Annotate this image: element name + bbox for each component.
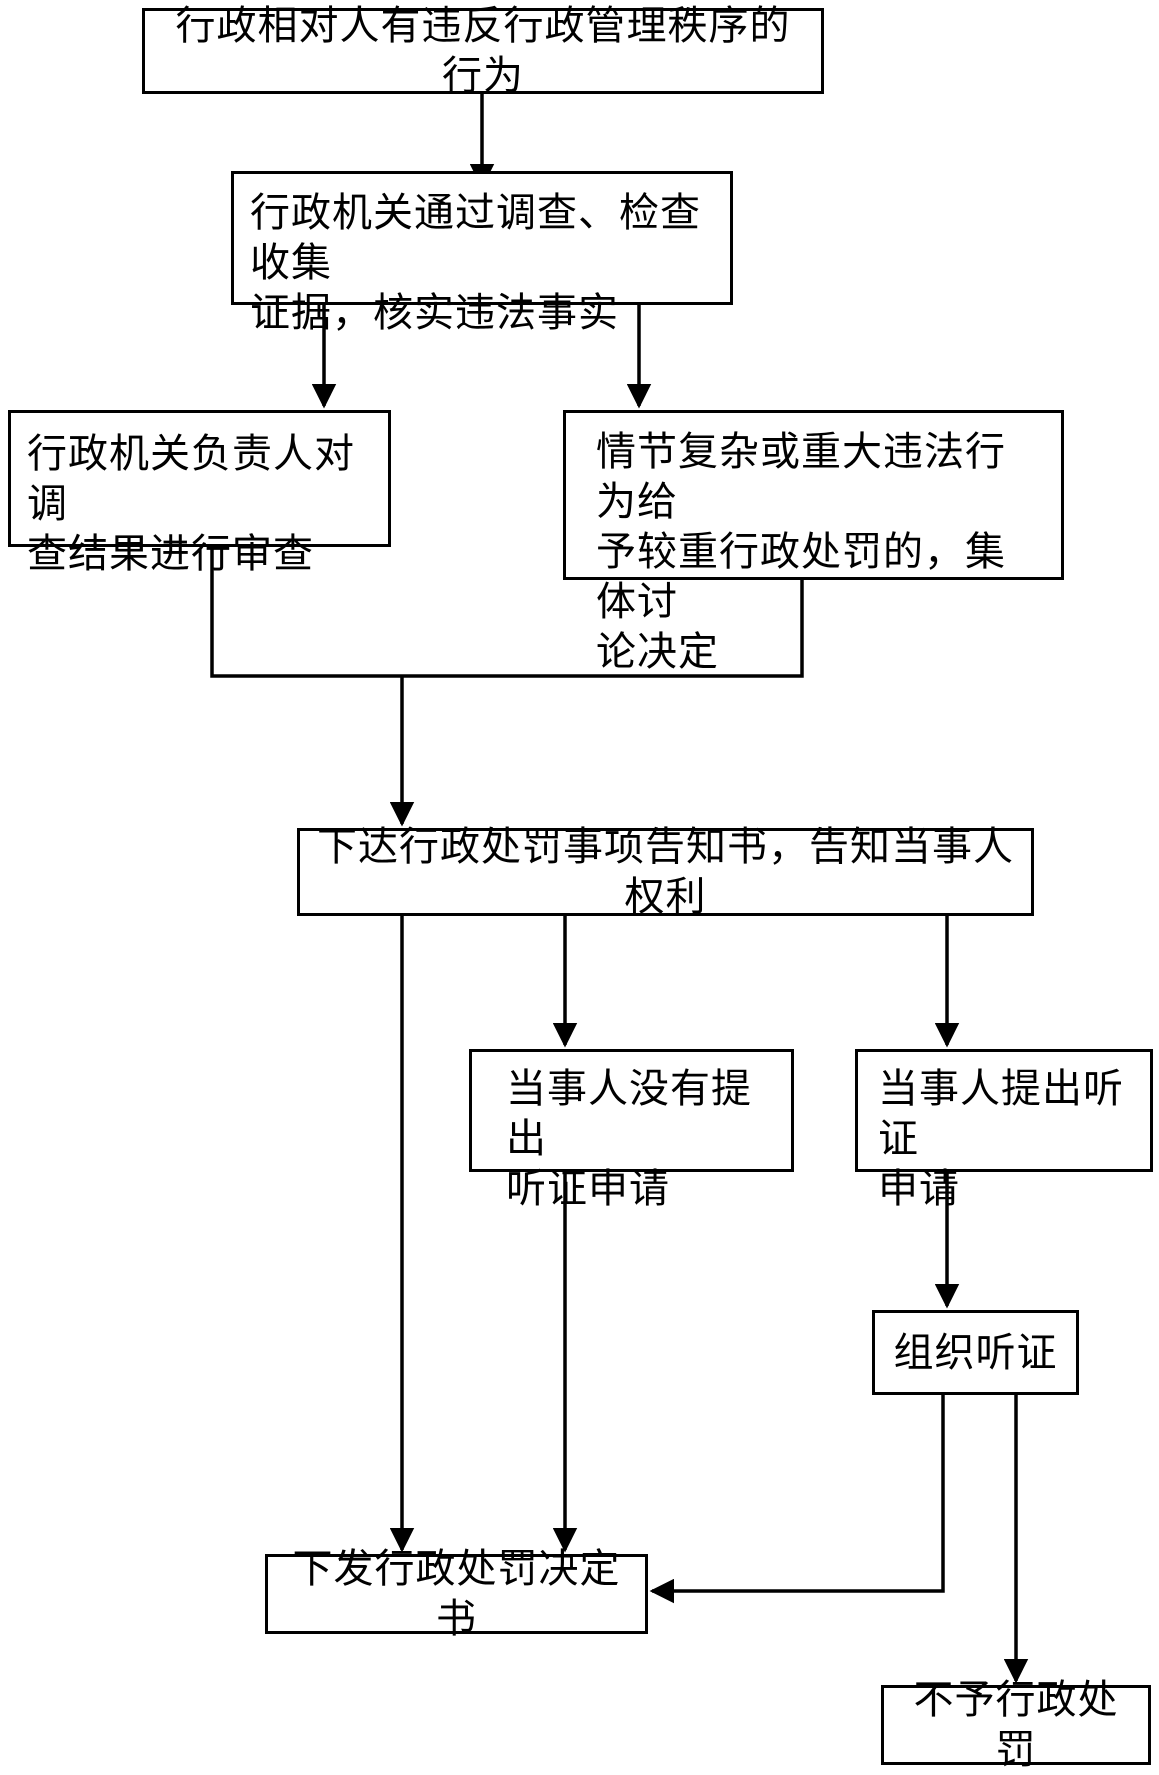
node-investigation: 行政机关通过调查、检查收集 证据，核实违法事实: [231, 171, 733, 336]
edge-n3-merge: [210, 547, 804, 678]
node-collective-decision: 情节复杂或重大违法行为给 予较重行政处罚的，集体讨 论决定: [563, 410, 1064, 675]
node-no-hearing-request: 当事人没有提出 听证申请: [469, 1049, 794, 1212]
node-violation: 行政相对人有违反行政管理秩序的行为: [142, 3, 824, 99]
edge-n8-n9: [649, 1395, 945, 1604]
node-issue-decision: 下发行政处罚决定书: [265, 1546, 648, 1642]
node-hearing-request: 当事人提出听证 申请: [855, 1049, 1153, 1212]
node-organize-hearing: 组织听证: [872, 1310, 1079, 1395]
node-notice: 下达行政处罚事项告知书，告知当事人权利: [297, 824, 1034, 920]
node-head-review: 行政机关负责人对调 查结果进行审查: [8, 410, 391, 577]
node-no-punishment: 不予行政处罚: [881, 1677, 1151, 1773]
